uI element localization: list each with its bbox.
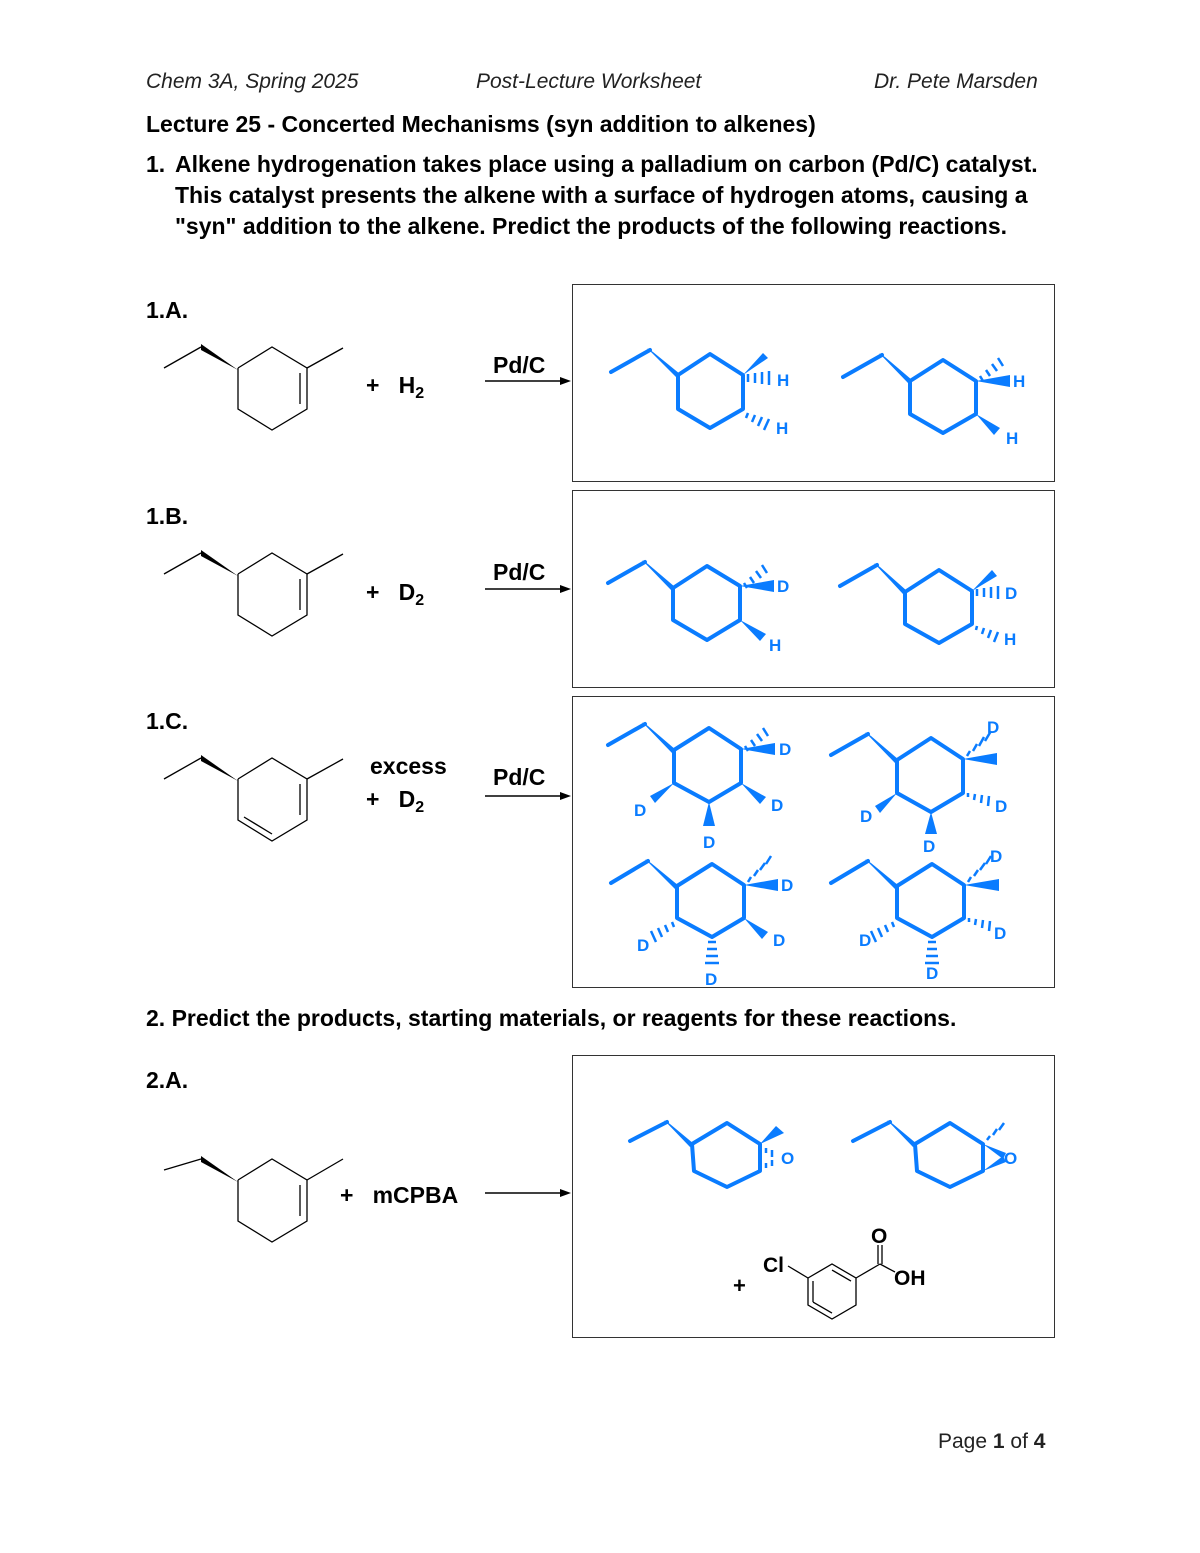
atom-label-d: D bbox=[773, 931, 785, 950]
page-indicator: Page 1 of 4 bbox=[938, 1430, 1045, 1454]
reagent-excess-label: excess bbox=[370, 753, 447, 779]
starting-material-2a bbox=[163, 1156, 344, 1243]
question-2-text: Predict the products, starting materials… bbox=[171, 1005, 957, 1031]
reagent-formula: D bbox=[398, 786, 416, 812]
reaction-arrow-1c bbox=[485, 792, 571, 800]
atom-label-d: D bbox=[705, 970, 717, 989]
atom-label-d: D bbox=[987, 718, 999, 737]
part-1a-label: 1.A. bbox=[146, 297, 189, 323]
atom-label-d: D bbox=[777, 577, 789, 596]
atom-label-h: H bbox=[777, 371, 789, 390]
atom-label-oh: OH bbox=[894, 1267, 926, 1290]
atom-label-h: H bbox=[1006, 429, 1018, 448]
atom-label-d: D bbox=[994, 924, 1006, 943]
reagent-1b: + D2 bbox=[366, 579, 424, 610]
byproduct-3-chlorobenzoic-acid: Cl O OH bbox=[763, 1225, 926, 1320]
atom-label-o: O bbox=[1004, 1149, 1017, 1168]
atom-label-d: D bbox=[995, 797, 1007, 816]
page-title: Lecture 25 - Concerted Mechanisms (syn a… bbox=[146, 111, 816, 137]
reagent-1a: + H2 bbox=[366, 372, 424, 403]
product-2a-epoxide-1: O bbox=[628, 1120, 794, 1189]
atom-label-d: D bbox=[781, 876, 793, 895]
atom-label-d: D bbox=[859, 931, 871, 950]
atom-label-d: D bbox=[634, 801, 646, 820]
question-2-prompt: 2. Predict the products, starting materi… bbox=[146, 1005, 956, 1032]
product-1a-2: H H bbox=[841, 353, 1025, 448]
atom-label-d: D bbox=[923, 837, 935, 856]
page-total: 4 bbox=[1033, 1430, 1046, 1453]
starting-material-1b bbox=[163, 550, 344, 637]
product-1c-3: D D D D bbox=[609, 855, 793, 989]
reagent-subscript: 2 bbox=[415, 592, 425, 609]
product-1a-1: H H bbox=[609, 348, 789, 438]
page-prefix: Page bbox=[938, 1430, 988, 1453]
page-of: of bbox=[1010, 1430, 1028, 1453]
product-2a-epoxide-2: O bbox=[851, 1120, 1017, 1189]
atom-label-cl: Cl bbox=[763, 1254, 784, 1277]
header-worksheet: Post-Lecture Worksheet bbox=[476, 70, 702, 93]
reagent-subscript: 2 bbox=[415, 799, 425, 816]
header-instructor: Dr. Pete Marsden bbox=[874, 70, 1038, 93]
reaction-arrow-1b bbox=[485, 585, 571, 593]
atom-label-d: D bbox=[926, 964, 938, 983]
question-1-number: 1. bbox=[146, 151, 166, 177]
byproduct-plus-sign: + bbox=[733, 1273, 746, 1298]
atom-label-d: D bbox=[860, 807, 872, 826]
product-1c-2: D D D D bbox=[829, 718, 1007, 856]
reagent-formula: H bbox=[398, 372, 416, 398]
atom-label-h: H bbox=[1004, 630, 1016, 649]
part-2a-label: 2.A. bbox=[146, 1067, 189, 1093]
reagent-1c: + D2 bbox=[366, 786, 424, 817]
product-1b-1: D H bbox=[606, 560, 789, 655]
part-1b-label: 1.B. bbox=[146, 503, 189, 529]
reagent-2a: + mCPBA bbox=[340, 1182, 458, 1209]
atom-label-d: D bbox=[779, 740, 791, 759]
product-1c-4: D D D D bbox=[829, 847, 1006, 983]
plus-sign: + bbox=[366, 786, 380, 812]
product-1c-1: D D D D bbox=[606, 722, 791, 852]
plus-sign: + bbox=[366, 372, 380, 398]
part-1c-label: 1.C. bbox=[146, 708, 189, 734]
atom-label-d: D bbox=[637, 936, 649, 955]
atom-label-h: H bbox=[1013, 372, 1025, 391]
atom-label-o: O bbox=[871, 1225, 887, 1248]
atom-label-d: D bbox=[990, 847, 1002, 866]
atom-label-h: H bbox=[769, 636, 781, 655]
atom-label-o: O bbox=[781, 1149, 794, 1168]
reaction-arrow-1a bbox=[485, 377, 571, 385]
atom-label-d: D bbox=[771, 796, 783, 815]
starting-material-1a bbox=[163, 344, 344, 431]
atom-label-h: H bbox=[776, 419, 788, 438]
reagent-formula: D bbox=[398, 579, 416, 605]
catalyst-1a: Pd/C bbox=[493, 352, 546, 378]
question-1-text: Alkene hydrogenation takes place using a… bbox=[175, 151, 1038, 239]
plus-sign: + bbox=[366, 579, 380, 605]
catalyst-1c: Pd/C bbox=[493, 764, 546, 790]
reaction-arrow-2a bbox=[485, 1189, 571, 1197]
product-1b-2: D H bbox=[838, 563, 1017, 649]
answer-box-1c bbox=[572, 696, 1055, 988]
header-course: Chem 3A, Spring 2025 bbox=[146, 70, 359, 93]
atom-label-d: D bbox=[703, 833, 715, 852]
starting-material-1c bbox=[163, 755, 344, 842]
atom-label-d: D bbox=[1005, 584, 1017, 603]
catalyst-1b: Pd/C bbox=[493, 559, 546, 585]
answer-box-1b bbox=[572, 490, 1055, 688]
plus-sign: + bbox=[340, 1182, 354, 1208]
question-1-prompt: 1. Alkene hydrogenation takes place usin… bbox=[146, 149, 1066, 242]
page-current: 1 bbox=[992, 1430, 1005, 1453]
reagent-subscript: 2 bbox=[415, 385, 425, 402]
reagent-mcpba: mCPBA bbox=[372, 1182, 459, 1208]
question-2-number: 2. bbox=[146, 1005, 166, 1031]
answer-box-1a bbox=[572, 284, 1055, 482]
